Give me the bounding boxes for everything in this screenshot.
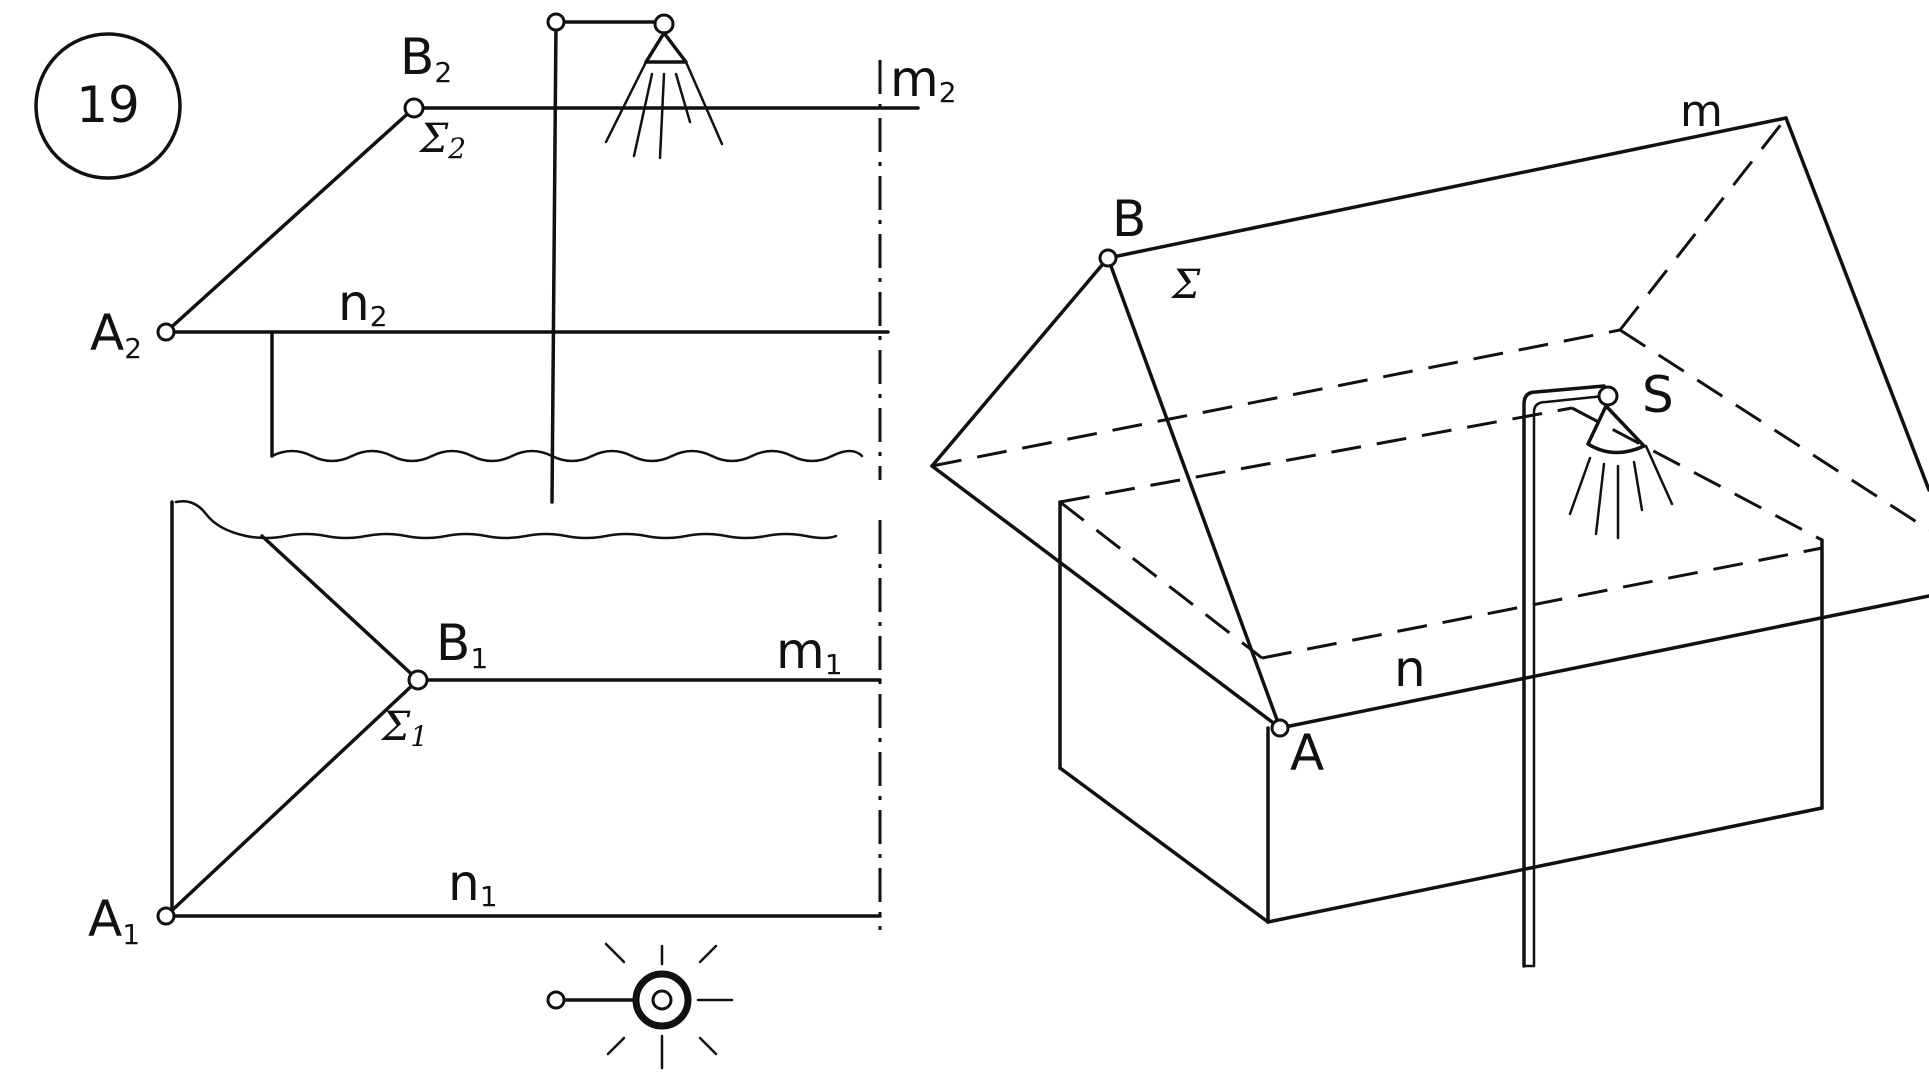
- edge-b-a: [1106, 256, 1282, 730]
- edge-a2-b2: [164, 106, 416, 334]
- label-a: A: [1290, 724, 1324, 782]
- label-b1-sub: 1: [470, 642, 488, 675]
- hidden-back-right: [1619, 328, 1929, 532]
- break-line-front: [270, 449, 864, 463]
- hidden-top-right: [1571, 406, 1823, 542]
- break-line-top: [174, 500, 838, 540]
- shower-head-joint-front: [653, 13, 675, 35]
- point-s: [1597, 385, 1619, 407]
- hidden-top-back: [1059, 406, 1573, 504]
- label-sigma2: Σ: [418, 116, 449, 162]
- hip-upper: [260, 534, 420, 682]
- label-n1-sub: 1: [480, 880, 498, 913]
- label-n2-sub: 2: [370, 300, 388, 333]
- label-sigma1: Σ: [380, 704, 411, 750]
- label-m1: m: [776, 622, 825, 680]
- svg-text:B1: B1: [436, 614, 488, 675]
- point-a1: [156, 906, 176, 926]
- label-sigma2-sub: 2: [447, 132, 466, 165]
- hidden-top-left: [1059, 500, 1263, 660]
- shower-pole-front: [550, 20, 558, 504]
- wall-bottom-left: [1058, 766, 1270, 924]
- label-s: S: [1642, 366, 1674, 424]
- point-a: [1270, 718, 1290, 738]
- label-b: B: [1112, 190, 1146, 248]
- shower-head-perspective-icon: [1586, 404, 1646, 455]
- label-b2: B: [400, 28, 434, 86]
- svg-text:A2: A2: [90, 304, 142, 365]
- label-a2-sub: 2: [124, 332, 142, 365]
- svg-text:Σ1: Σ1: [380, 704, 428, 753]
- hidden-back-hip: [1618, 117, 1788, 331]
- hidden-top-front: [1261, 546, 1823, 660]
- label-a1: A: [88, 890, 122, 948]
- svg-text:B2: B2: [400, 28, 452, 89]
- point-b: [1098, 248, 1118, 268]
- shower-top-view-icon: [546, 942, 734, 1070]
- figure-number: 19: [76, 76, 140, 134]
- eave-left-front: [930, 464, 1282, 730]
- svg-text:A1: A1: [88, 890, 140, 951]
- point-b1: [407, 669, 429, 691]
- point-a2: [156, 322, 176, 342]
- front-view: B2 A2 m2 n2 Σ2: [90, 12, 957, 504]
- hidden-back-eave: [931, 328, 1621, 468]
- shower-pole-outer: [1522, 384, 1606, 968]
- label-b2-sub: 2: [434, 56, 452, 89]
- pole-joint-front: [546, 12, 566, 32]
- label-b1: B: [436, 614, 470, 672]
- top-view: B1 A1 m1 n1 Σ1: [88, 500, 882, 1070]
- label-n2: n: [338, 274, 370, 332]
- label-sigma: Σ: [1170, 262, 1201, 308]
- label-m2-sub: 2: [939, 76, 957, 109]
- svg-text:n1: n1: [448, 854, 498, 913]
- roof-right-edge: [1784, 116, 1929, 492]
- label-sigma1-sub: 1: [410, 720, 428, 753]
- label-n: n: [1394, 640, 1426, 698]
- gable-left-upper: [930, 256, 1110, 468]
- svg-text:m1: m1: [776, 622, 843, 681]
- label-m1-sub: 1: [825, 648, 843, 681]
- svg-text:n2: n2: [338, 274, 388, 333]
- figure-number-badge: 19: [34, 32, 182, 180]
- roof-ridge-m: [1106, 116, 1788, 260]
- shower-pole-inner: [1532, 394, 1606, 968]
- point-b2: [403, 97, 425, 119]
- svg-text:Σ2: Σ2: [418, 116, 466, 165]
- shower-head-front-icon: [644, 31, 688, 64]
- label-a1-sub: 1: [122, 918, 140, 951]
- svg-text:m2: m2: [890, 50, 957, 109]
- wall-bottom-front: [1266, 806, 1824, 924]
- perspective-view: B A S m n Σ: [930, 86, 1929, 968]
- eave-front-n: [1278, 594, 1929, 730]
- label-a2: A: [90, 304, 124, 362]
- label-n1: n: [448, 854, 480, 912]
- label-m: m: [1680, 86, 1723, 137]
- hip-lower: [164, 678, 420, 918]
- label-m2: m: [890, 50, 939, 108]
